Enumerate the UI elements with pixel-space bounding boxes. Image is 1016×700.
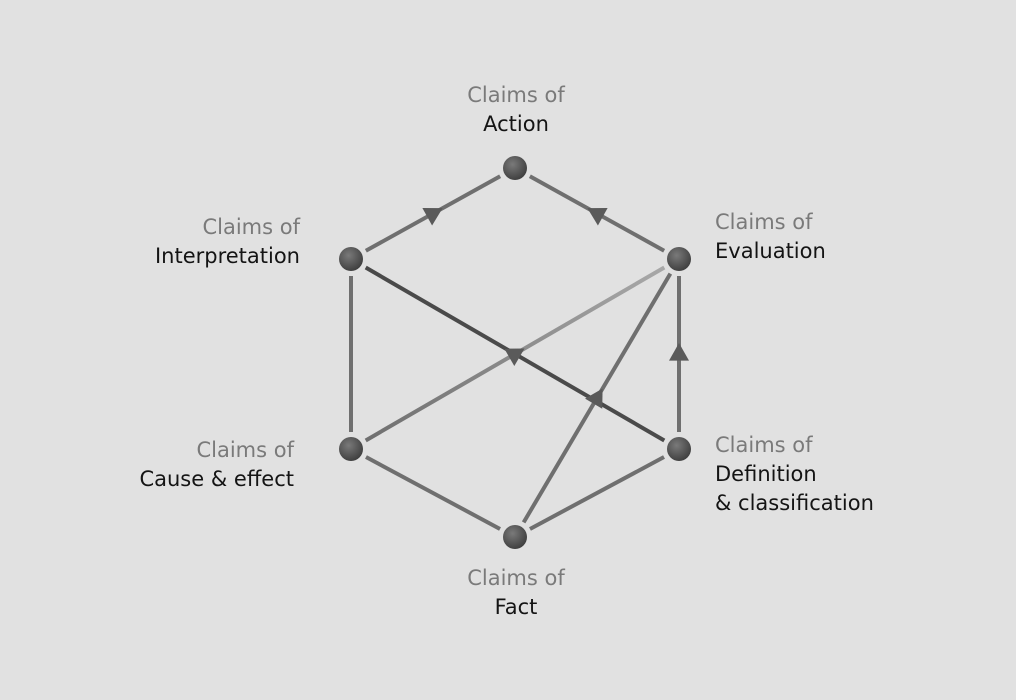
node-label-interpretation: Claims of Interpretation [80, 213, 300, 271]
edge-fact-to-definition [529, 455, 665, 531]
label-name-line2: & classification [715, 491, 874, 515]
nodes-layer [339, 156, 691, 549]
arrowhead-interpretation-to-action [422, 207, 443, 226]
node-label-fact: Claims of Fact [416, 564, 616, 622]
label-name: Interpretation [154, 244, 300, 268]
node-label-evaluation: Claims of Evaluation [715, 208, 915, 266]
arrowhead-definition-to-evaluation [669, 343, 689, 361]
node-cause [339, 437, 363, 461]
label-prefix: Claims of [196, 438, 294, 462]
label-name: Fact [494, 595, 538, 619]
label-name: Evaluation [715, 239, 826, 263]
node-label-cause: Claims of Cause & effect [80, 436, 294, 494]
arrowhead-evaluation-to-action [587, 207, 608, 226]
node-label-definition: Claims of Definition & classification [715, 431, 945, 518]
label-name: Action [483, 112, 549, 136]
node-definition [667, 437, 691, 461]
label-prefix: Claims of [202, 215, 300, 239]
label-prefix: Claims of [715, 210, 813, 234]
arrowhead-fact-to-evaluation [585, 388, 603, 409]
node-label-action: Claims of Action [416, 81, 616, 139]
label-prefix: Claims of [467, 566, 565, 590]
arrowhead-cause-to-evaluation [504, 348, 525, 366]
label-name: Definition [715, 462, 817, 486]
label-name: Cause & effect [139, 467, 294, 491]
edge-cause-to-fact [365, 455, 501, 531]
label-prefix: Claims of [715, 433, 813, 457]
arrows-layer [422, 207, 689, 409]
node-fact [503, 525, 527, 549]
node-evaluation [667, 247, 691, 271]
label-prefix: Claims of [467, 83, 565, 107]
node-interpretation [339, 247, 363, 271]
node-action [503, 156, 527, 180]
